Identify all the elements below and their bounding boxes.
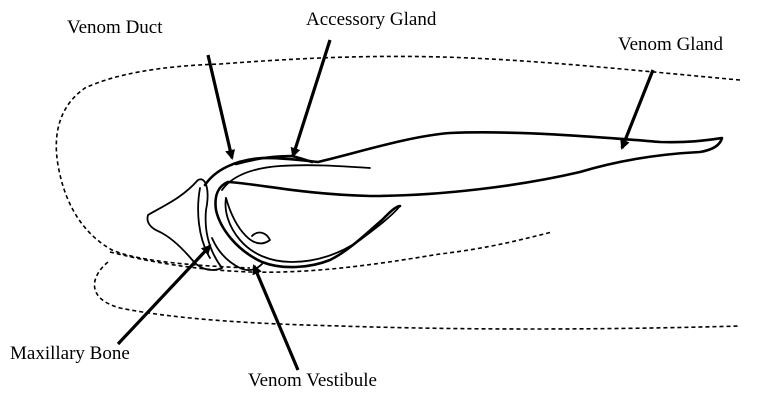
arrow-accessory-gland: [293, 40, 330, 156]
arrow-venom-vestibule: [254, 266, 298, 370]
label-maxillary-bone: Maxillary Bone: [10, 344, 130, 363]
mouth-line: [110, 232, 552, 272]
label-venom-duct: Venom Duct: [67, 18, 163, 37]
duct-lumen: [226, 198, 400, 262]
head-outline-lower: [94, 262, 740, 329]
arrow-venom-duct: [208, 55, 232, 158]
venom-gland-shape: [205, 132, 722, 267]
arrow-maxillary-bone: [118, 246, 210, 344]
label-venom-gland: Venom Gland: [618, 35, 723, 54]
label-accessory-gland: Accessory Gland: [306, 10, 436, 29]
head-outline-upper: [56, 56, 740, 268]
label-venom-vestibule: Venom Vestibule: [248, 371, 377, 390]
arrow-venom-gland: [622, 70, 653, 148]
venom-gland-inner: [222, 165, 370, 190]
maxillary-bone-shape: [148, 179, 223, 270]
venom-duct-shape: [226, 198, 270, 243]
